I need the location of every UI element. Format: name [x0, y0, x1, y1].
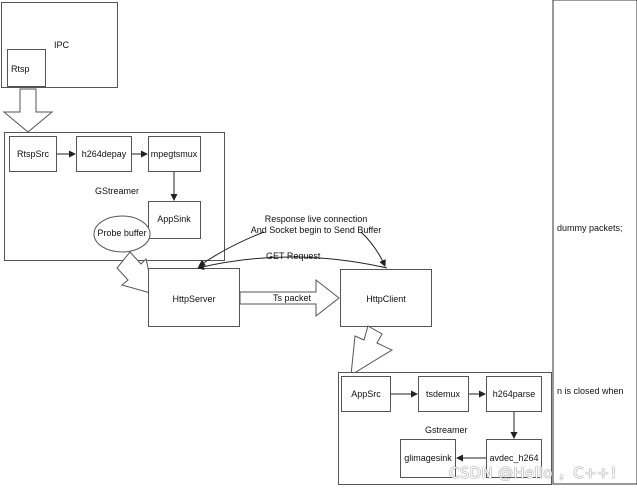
- probe-buffer-ellipse: [93, 215, 151, 253]
- rtsp-box: [7, 49, 46, 87]
- side-note-closed-when: n is closed when: [557, 386, 624, 396]
- get-request-label: GET Request: [266, 251, 321, 261]
- h264parse-box: [486, 376, 542, 412]
- h264depay-box: [76, 136, 132, 172]
- rtsp-label: Rtsp: [11, 64, 30, 74]
- hollow-arrow-httpclient-to-gstreamer: [350, 325, 394, 376]
- h264parse-label: h264parse: [492, 389, 536, 399]
- tsdemux-label: tsdemux: [425, 389, 461, 399]
- get-request-arrow: [197, 256, 388, 271]
- hollow-arrow-ipc-to-gstreamer: [2, 88, 54, 133]
- appsink-label: AppSink: [157, 214, 191, 224]
- side-note-panel: [552, 0, 637, 485]
- glimagesink-box: [400, 439, 456, 478]
- ts-packet-arrow: [239, 278, 340, 318]
- response-label-line1: Response live connection: [264, 214, 368, 224]
- response-curve-right: [360, 231, 386, 267]
- ipc-label: IPC: [54, 40, 70, 50]
- httpclient-label: HttpClient: [366, 294, 406, 304]
- probe-buffer-label: Probe buffer: [97, 228, 147, 238]
- response-curve-left: [198, 231, 265, 267]
- appsink-box: [148, 201, 201, 239]
- httpserver-box: [148, 268, 240, 327]
- rtspsrc-box: [9, 136, 57, 172]
- appsrc-label: AppSrc: [351, 389, 381, 399]
- httpclient-box: [340, 269, 432, 327]
- httpserver-label: HttpServer: [172, 294, 216, 304]
- glimagesink-label: glimagesink: [404, 453, 452, 463]
- hollow-arrow-gstreamer-to-httpserver: [116, 251, 155, 295]
- mpegtsmux-box: [148, 136, 201, 172]
- server-gstreamer-label: GStreamer: [95, 186, 140, 196]
- avdec-label: avdec_h264: [489, 453, 539, 463]
- avdec-box: [486, 439, 542, 478]
- ts-packet-label: Ts packet: [273, 293, 312, 303]
- appsrc-box: [341, 376, 391, 412]
- tsdemux-box: [418, 376, 469, 412]
- response-label-line2: And Socket begin to Send Buffer: [250, 225, 382, 235]
- csdn-watermark: CSDN @Hello ，C++！: [449, 464, 626, 482]
- rtspsrc-label: RtspSrc: [16, 149, 50, 159]
- client-gstreamer-label: Gstreamer: [425, 425, 468, 435]
- side-note-dummy-packets: dummy packets;: [557, 223, 623, 233]
- h264depay-label: h264depay: [81, 149, 127, 159]
- mpegtsmux-label: mpegtsmux: [150, 149, 198, 159]
